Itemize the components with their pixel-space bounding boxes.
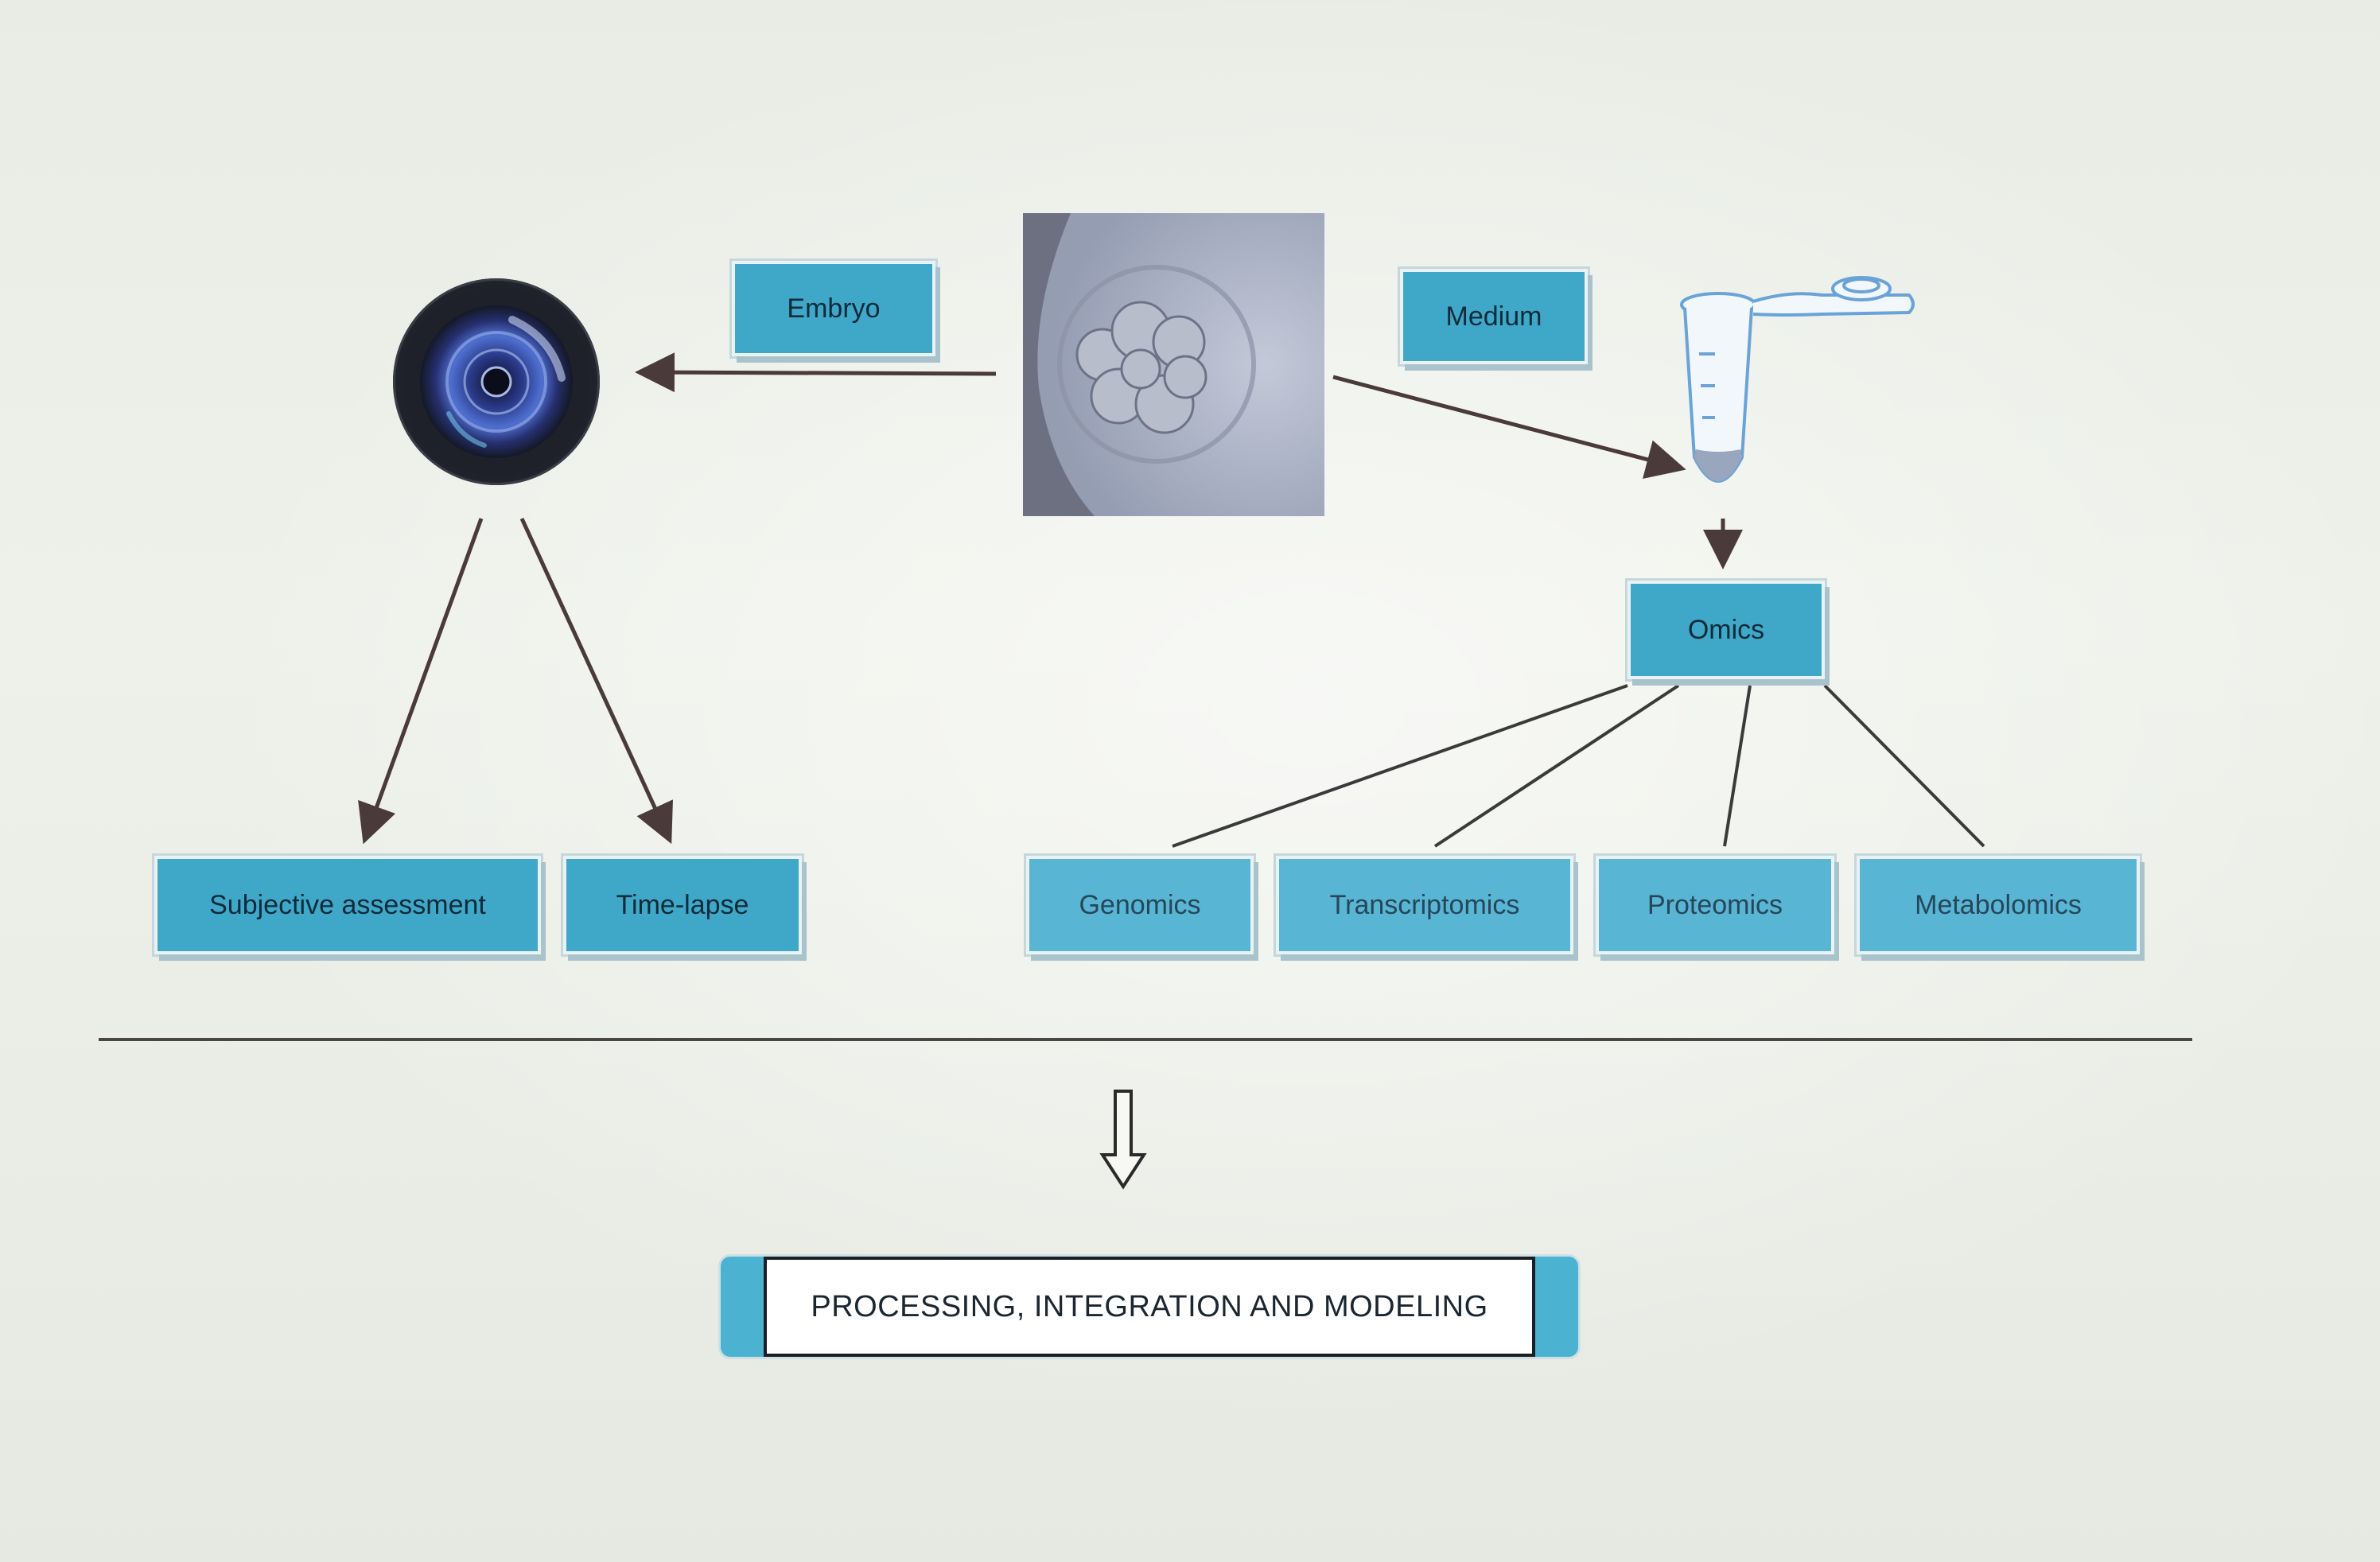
- hollow-down-arrow-icon: [1099, 1090, 1147, 1190]
- subjective-assessment-box: Subjective assessment: [154, 856, 541, 954]
- transcriptomics-box: Transcriptomics: [1276, 856, 1573, 954]
- section-divider: [99, 1038, 2192, 1041]
- embryo-microscopy-image: [1023, 213, 1324, 516]
- processing-label: PROCESSING, INTEGRATION AND MODELING: [811, 1290, 1488, 1324]
- arrow-camera-to-timelapse: [522, 519, 668, 837]
- medium-label: Medium: [1446, 301, 1542, 332]
- proteomics-label: Proteomics: [1647, 890, 1783, 921]
- embryo-label: Embryo: [787, 293, 880, 324]
- arrow-medium-to-tube: [1333, 377, 1678, 468]
- metabolomics-label: Metabolomics: [1915, 890, 2082, 921]
- arrow-embryo-to-camera: [643, 372, 996, 374]
- proteomics-box: Proteomics: [1596, 856, 1834, 954]
- link-omics-metabolomics: [1825, 686, 1984, 846]
- omics-label: Omics: [1688, 615, 1764, 646]
- microcentrifuge-tube-icon: [1670, 266, 1925, 513]
- time-lapse-label: Time-lapse: [616, 890, 749, 921]
- time-lapse-box: Time-lapse: [563, 856, 802, 954]
- genomics-box: Genomics: [1026, 856, 1254, 954]
- omics-box: Omics: [1628, 581, 1825, 679]
- arrow-camera-to-subjective: [366, 519, 481, 837]
- transcriptomics-label: Transcriptomics: [1330, 890, 1520, 921]
- processing-box: PROCESSING, INTEGRATION AND MODELING: [721, 1257, 1578, 1357]
- processing-inner: PROCESSING, INTEGRATION AND MODELING: [764, 1257, 1535, 1357]
- medium-box: Medium: [1400, 269, 1588, 364]
- metabolomics-box: Metabolomics: [1857, 856, 2140, 954]
- link-omics-proteomics: [1725, 686, 1750, 846]
- genomics-label: Genomics: [1079, 890, 1200, 921]
- embryo-box: Embryo: [732, 261, 935, 356]
- camera-lens-icon: [393, 278, 600, 485]
- subjective-assessment-label: Subjective assessment: [209, 890, 486, 921]
